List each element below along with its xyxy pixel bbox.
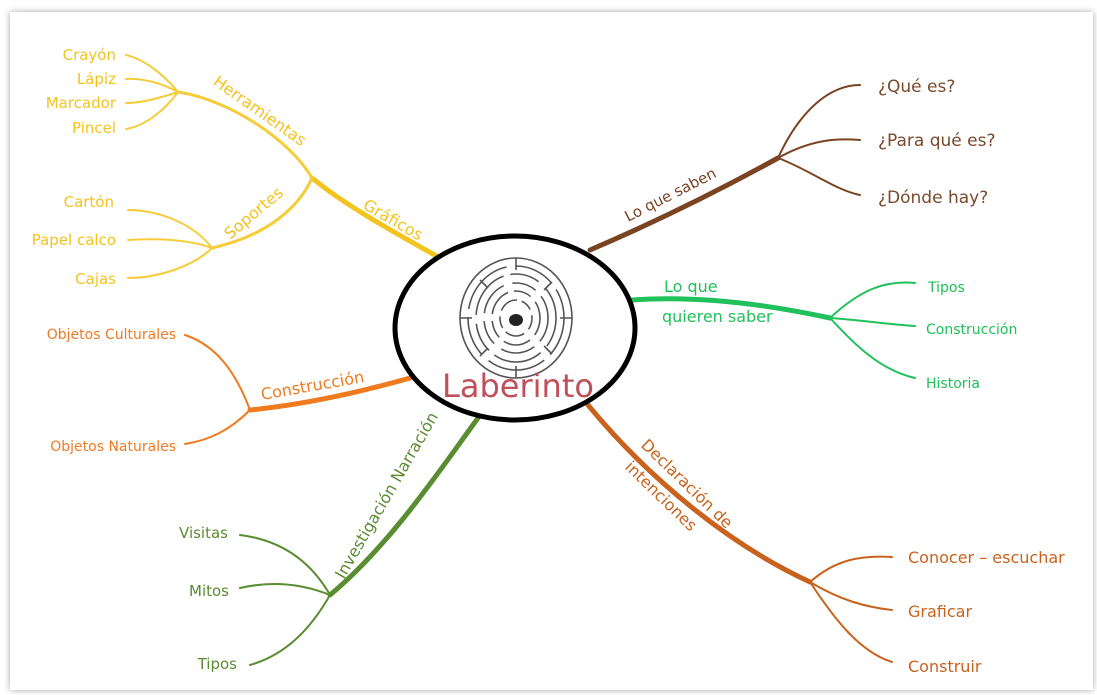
soportes-line — [210, 176, 314, 250]
center-label: Laberinto — [442, 367, 594, 405]
leaf-historia: Historia — [926, 376, 980, 392]
leaf-line-mitos — [239, 583, 331, 596]
construccion-items: Objetos Culturales Objetos Naturales — [47, 327, 176, 455]
leaf-line-donde-hay — [777, 157, 861, 196]
leaf-line-objetos-naturales — [184, 409, 251, 445]
leaf-line-visitas — [239, 534, 331, 596]
leaf-mitos: Mitos — [189, 582, 229, 600]
lo-que-quieren-main-line — [629, 296, 833, 321]
leaf-line-carton — [127, 209, 213, 249]
branch-construccion — [184, 334, 413, 445]
leaf-visitas: Visitas — [179, 524, 228, 542]
branch-graficos — [125, 54, 443, 279]
investigacion-main-line — [327, 415, 481, 598]
declaracion-items: Conocer – escuchar Graficar Construir — [908, 548, 1065, 676]
graficos-main-line — [309, 175, 443, 261]
leaf-line-que-es — [777, 84, 861, 159]
investigacion-label: Investigación Narración — [331, 409, 442, 582]
leaf-objetos-culturales: Objetos Culturales — [47, 327, 176, 343]
leaf-line-objetos-culturales — [184, 334, 251, 411]
herramientas-label: Herramientas — [210, 72, 310, 150]
leaf-line-historia — [829, 317, 916, 379]
lo-que-saben-main-line — [587, 155, 781, 253]
leaf-line-tipos-inv — [249, 594, 331, 666]
herramientas-line — [176, 90, 314, 180]
leaf-para-que-es: ¿Para qué es? — [878, 131, 996, 151]
leaf-que-es: ¿Qué es? — [878, 77, 955, 97]
lo-que-quieren-items: Tipos Construcción Historia — [926, 280, 1017, 392]
branch-lo-que-saben — [587, 84, 861, 253]
lo-que-quieren-label-1: Lo que — [664, 277, 718, 296]
leaf-line-papel-calco — [127, 238, 213, 249]
center-ellipse — [392, 233, 638, 423]
leaf-construccion-q: Construcción — [926, 322, 1017, 338]
maze-icon — [459, 257, 573, 379]
soportes-items: Cartón Papel calco Cajas — [32, 193, 116, 288]
declaracion-main-line — [585, 402, 813, 585]
leaf-graficar: Graficar — [908, 602, 972, 621]
leaf-line-construccion-q — [829, 317, 916, 327]
herramientas-items: Crayón Lápiz Marcador Pincel — [46, 46, 117, 137]
branch-declaracion — [585, 402, 893, 663]
leaf-line-crayon — [125, 54, 179, 93]
branch-lo-que-quieren — [629, 281, 916, 379]
leaf-tipos-q: Tipos — [927, 280, 965, 296]
leaf-conocer-escuchar: Conocer – escuchar — [908, 548, 1065, 567]
center-node: Laberinto — [392, 233, 638, 423]
leaf-tipos-inv: Tipos — [197, 655, 238, 673]
leaf-line-tipos-q — [829, 281, 916, 319]
leaf-line-conocer — [809, 555, 893, 583]
construccion-label: Construcción — [259, 367, 365, 404]
leaf-line-pincel — [125, 91, 179, 130]
leaf-line-graficar — [809, 581, 893, 611]
leaf-donde-hay: ¿Dónde hay? — [878, 188, 988, 208]
leaf-marcador: Marcador — [46, 94, 117, 112]
construccion-main-line — [247, 375, 413, 413]
leaf-line-marcador — [125, 91, 179, 104]
leaf-pincel: Pincel — [72, 119, 116, 137]
leaf-line-lapiz — [125, 77, 179, 93]
leaf-construir: Construir — [908, 657, 982, 676]
lo-que-saben-items: ¿Qué es? ¿Para qué es? ¿Dónde hay? — [878, 77, 996, 208]
investigacion-items: Visitas Mitos Tipos — [179, 524, 237, 673]
leaf-lapiz: Lápiz — [77, 70, 116, 88]
leaf-carton: Cartón — [64, 193, 114, 211]
leaf-cajas: Cajas — [75, 270, 116, 288]
leaf-papel-calco: Papel calco — [32, 231, 116, 249]
leaf-line-construir — [809, 581, 893, 663]
leaf-objetos-naturales: Objetos Naturales — [50, 439, 176, 455]
leaf-line-para-que-es — [777, 138, 861, 159]
lo-que-quieren-label-2: quieren saber — [662, 307, 773, 326]
branch-investigacion — [239, 415, 481, 666]
leaf-crayon: Crayón — [63, 46, 116, 64]
leaf-line-cajas — [127, 247, 213, 279]
